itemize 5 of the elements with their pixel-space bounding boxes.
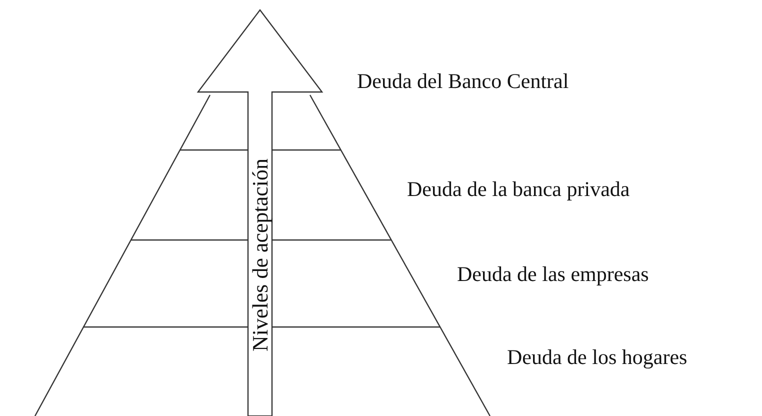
tier-label: Deuda de los hogares <box>507 346 688 370</box>
axis-label: Niveles de aceptación <box>249 158 271 352</box>
tier-label: Deuda de la banca privada <box>407 178 630 202</box>
tier-label: Deuda del Banco Central <box>357 70 569 94</box>
tier-label: Deuda de las empresas <box>457 263 649 286</box>
